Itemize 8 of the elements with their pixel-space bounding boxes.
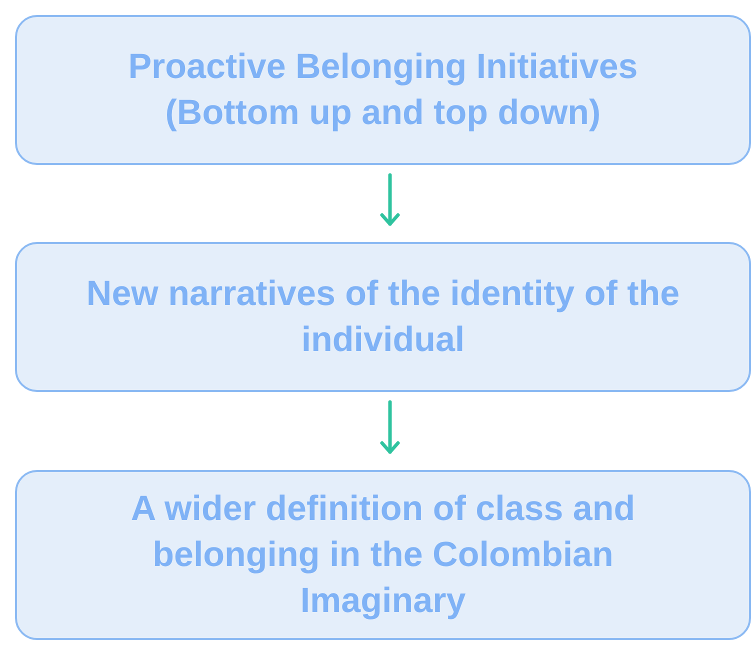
box-text: Proactive Belonging Initiatives (Bottom up and top down): [127, 46, 639, 134]
process-box: [15, 15, 751, 165]
arrow: [380, 400, 400, 454]
process-box: [15, 470, 751, 640]
box-text: A wider definition of class and belonging in the Colombian Imaginary: [130, 488, 636, 622]
arrow: [380, 173, 400, 226]
box-text: New narratives of the identity of the individual: [85, 273, 681, 361]
process-box: [15, 242, 751, 392]
